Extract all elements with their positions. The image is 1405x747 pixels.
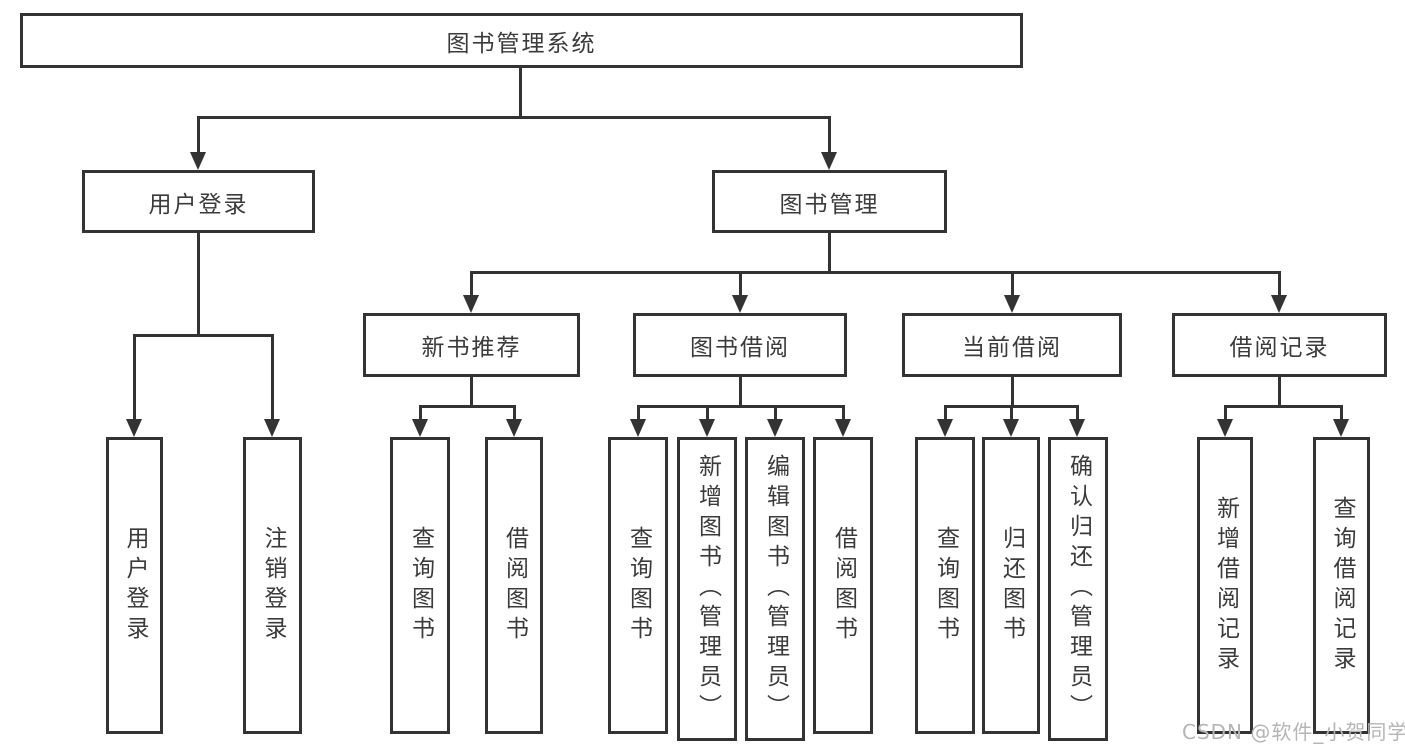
connector-drop-nb-query [419, 405, 422, 421]
node-current-borrow-label: 当前借阅 [962, 335, 1062, 361]
connector-drop-bb-add [706, 405, 709, 421]
node-nb-borrow-book: 借阅图书 [485, 437, 543, 734]
node-borrow-record: 借阅记录 [1172, 313, 1387, 377]
node-nb-borrow-book-label: 借阅图书 [501, 525, 528, 646]
arrowhead-down-new-book-rec [463, 295, 479, 313]
node-user-login: 用户登录 [82, 170, 315, 233]
node-ul-user-login: 用户登录 [106, 437, 163, 734]
node-ul-logout: 注销登录 [243, 437, 302, 734]
connector-drop-ul-user-login [133, 334, 136, 421]
arrowhead-down-bb-edit [767, 419, 783, 437]
node-cb-confirm-return-label: 确认归还（管理员） [1065, 454, 1092, 724]
node-br-query-record-label: 查询借阅记录 [1329, 495, 1355, 676]
connector-drop-nb-borrow [513, 405, 516, 421]
node-nb-query-book: 查询图书 [390, 437, 450, 734]
node-bb-add-book: 新增图书（管理员） [677, 437, 737, 741]
node-br-add-record: 新增借阅记录 [1197, 437, 1253, 734]
node-new-book-rec: 新书推荐 [363, 313, 580, 377]
node-root: 图书管理系统 [20, 13, 1023, 68]
connector-drop-book-mgmt [828, 116, 831, 154]
arrowhead-down-bb-query [630, 419, 646, 437]
node-cb-return-book: 归还图书 [982, 437, 1040, 734]
arrowhead-down-br-query [1333, 419, 1349, 437]
connector-user-login-stem [197, 233, 200, 337]
node-bb-query-book: 查询图书 [608, 437, 668, 734]
node-borrow-record-label: 借阅记录 [1229, 335, 1330, 361]
arrowhead-down-current-borrow [1004, 295, 1020, 313]
node-book-borrow: 图书借阅 [633, 313, 847, 377]
connector-drop-cb-confirm [1076, 405, 1079, 421]
connector-drop-bb-borrow [842, 405, 845, 421]
connector-drop-book-borrow [739, 271, 742, 297]
connector-new-book-rec-crossbar [419, 405, 515, 408]
connector-borrow-record-crossbar [1224, 405, 1342, 408]
arrowhead-down-bb-borrow [835, 419, 851, 437]
node-cb-confirm-return: 确认归还（管理员） [1048, 437, 1108, 741]
arrowhead-down-cb-return [1003, 419, 1019, 437]
node-bb-borrow-book-label: 借阅图书 [830, 525, 857, 646]
connector-drop-ul-logout [271, 334, 274, 421]
connector-drop-bb-edit [774, 405, 777, 421]
connector-drop-new-book-rec [470, 271, 473, 297]
node-user-login-label: 用户登录 [148, 191, 249, 218]
node-current-borrow: 当前借阅 [902, 313, 1122, 377]
node-bb-borrow-book: 借阅图书 [813, 437, 873, 734]
connector-drop-cb-query [944, 405, 947, 421]
node-bb-edit-book-label: 编辑图书（管理员） [762, 454, 789, 724]
connector-drop-borrow-record [1278, 271, 1281, 297]
connector-drop-br-add [1224, 405, 1227, 421]
arrowhead-down-book-mgmt [821, 152, 837, 170]
connector-drop-bb-query [637, 405, 640, 421]
connector-root-stem [519, 66, 522, 119]
watermark-text: CSDN @软件_小贺同学 [1182, 720, 1405, 744]
arrowhead-down-ul-logout [264, 419, 280, 437]
arrowhead-down-cb-query [937, 419, 953, 437]
connector-drop-current-borrow [1011, 271, 1014, 297]
node-book-mgmt-label: 图书管理 [779, 191, 880, 218]
node-root-label: 图书管理系统 [446, 30, 597, 57]
connector-borrow-record-stem [1278, 377, 1281, 408]
node-nb-query-book-label: 查询图书 [407, 525, 434, 646]
node-bb-add-book-label: 新增图书（管理员） [694, 454, 721, 724]
node-book-borrow-label: 图书借阅 [690, 335, 790, 361]
arrowhead-down-br-add [1217, 419, 1233, 437]
connector-current-borrow-stem [1011, 377, 1014, 408]
node-bb-edit-book: 编辑图书（管理员） [745, 437, 805, 741]
connector-new-book-rec-stem [470, 377, 473, 408]
connector-book-borrow-stem [739, 377, 742, 408]
arrowhead-down-borrow-record [1271, 295, 1287, 313]
arrowhead-down-cb-confirm [1069, 419, 1085, 437]
connector-drop-br-query [1340, 405, 1343, 421]
arrowhead-down-nb-query [412, 419, 428, 437]
connector-book-borrow-crossbar [637, 405, 844, 408]
node-cb-query-book-label: 查询图书 [932, 525, 959, 646]
connector-drop-cb-return [1010, 405, 1013, 421]
arrowhead-down-user-login [190, 152, 206, 170]
connector-user-login-crossbar [133, 334, 274, 337]
node-br-add-record-label: 新增借阅记录 [1212, 495, 1239, 676]
node-cb-query-book: 查询图书 [915, 437, 975, 734]
arrowhead-down-book-borrow [732, 295, 748, 313]
node-bb-query-book-label: 查询图书 [625, 525, 652, 646]
connector-drop-user-login [197, 116, 200, 154]
connector-root-crossbar [197, 116, 831, 119]
connector-book-mgmt-crossbar [470, 271, 1281, 274]
connector-book-mgmt-stem [828, 233, 831, 274]
node-br-query-record: 查询借阅记录 [1313, 437, 1370, 734]
arrowhead-down-bb-add [699, 419, 715, 437]
node-book-mgmt: 图书管理 [712, 170, 947, 233]
arrowhead-down-ul-user-login [126, 419, 142, 437]
node-ul-user-login-label: 用户登录 [122, 525, 148, 646]
arrowhead-down-nb-borrow [506, 419, 522, 437]
node-new-book-rec-label: 新书推荐 [421, 335, 522, 361]
node-cb-return-book-label: 归还图书 [998, 525, 1025, 646]
node-ul-logout-label: 注销登录 [260, 525, 286, 646]
